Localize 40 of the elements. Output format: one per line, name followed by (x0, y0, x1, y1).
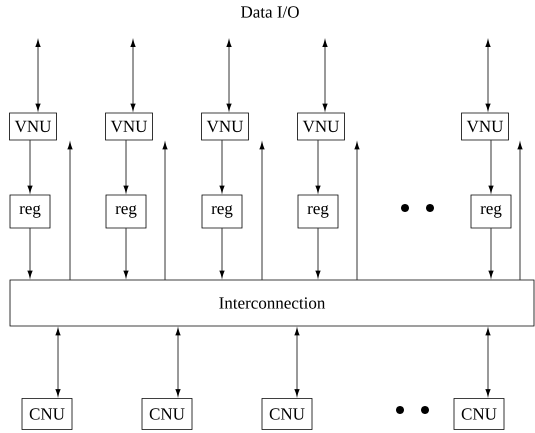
title: Data I/O (241, 6, 299, 18)
arrow (294, 328, 300, 396)
arrow (68, 142, 73, 280)
interconnection-box: Interconnection (10, 280, 534, 326)
arrow (315, 140, 321, 193)
register-box: reg (298, 194, 338, 228)
arrow (488, 228, 494, 278)
arrow (175, 328, 181, 396)
arrow (130, 40, 136, 111)
vnu-box: VNU (461, 112, 509, 140)
vnu-box: VNU (9, 112, 57, 140)
cnu-box: CNU (22, 398, 72, 430)
register-box: reg (10, 194, 50, 228)
arrow (517, 142, 523, 280)
arrow (28, 140, 33, 193)
register-box: reg (470, 194, 512, 228)
arrow (28, 228, 33, 278)
arrow (219, 228, 225, 278)
arrow (322, 40, 328, 111)
arrow (124, 228, 129, 278)
vnu-box: VNU (297, 112, 345, 140)
arrow (485, 40, 491, 111)
arrow (162, 142, 168, 280)
cnu-box: CNU (142, 398, 192, 430)
arrow (226, 40, 232, 111)
register-box: reg (106, 194, 146, 228)
arrow (124, 140, 129, 193)
arrow (354, 142, 360, 280)
register-box: reg (202, 194, 242, 228)
cnu-box: CNU (262, 398, 312, 430)
arrow (485, 328, 491, 396)
vnu-box: VNU (201, 112, 249, 140)
arrow (56, 328, 61, 396)
arrow (36, 40, 41, 111)
vnu-box: VNU (105, 112, 153, 140)
arrow (488, 140, 494, 193)
arrow (259, 142, 265, 280)
arrow (219, 140, 225, 193)
cnu-box: CNU (454, 398, 504, 430)
arrow (315, 228, 321, 278)
